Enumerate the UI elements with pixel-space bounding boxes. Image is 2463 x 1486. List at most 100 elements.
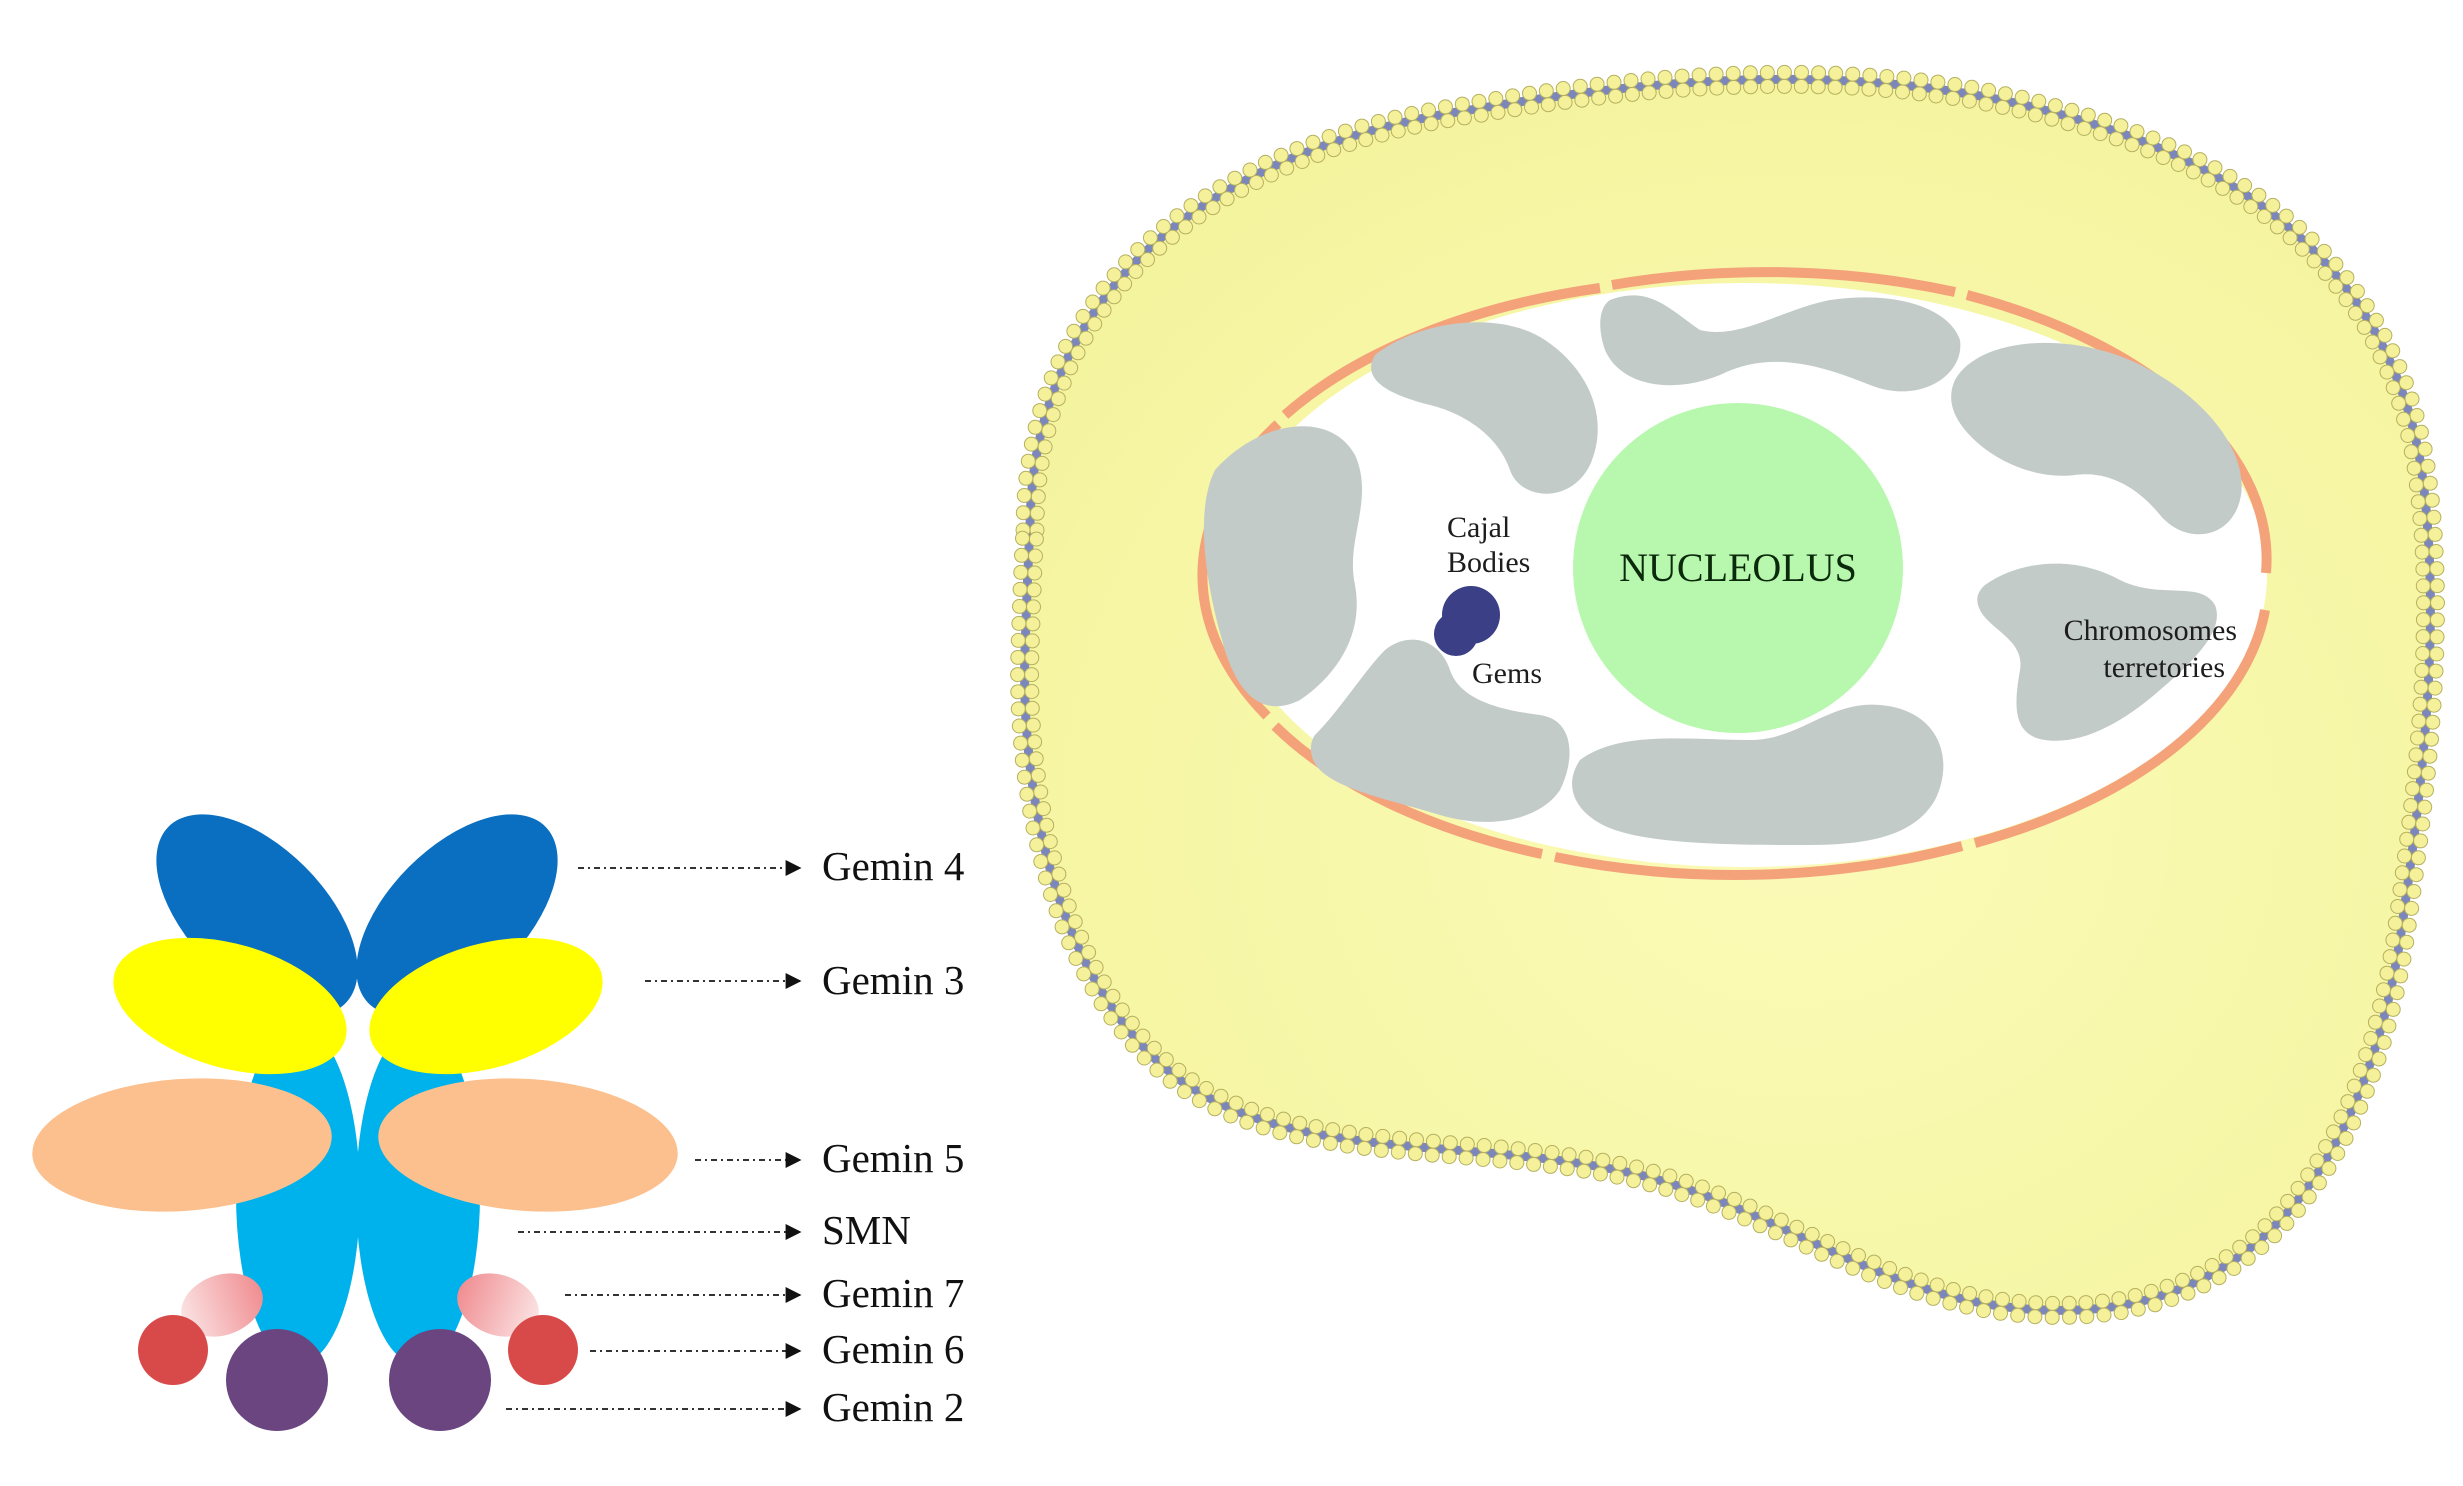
membrane-bead	[2010, 1307, 2026, 1323]
membrane-bead	[1022, 803, 1038, 819]
membrane-bead	[1028, 751, 1044, 767]
membrane-bead	[1024, 650, 1040, 666]
membrane-bead	[1929, 1277, 1945, 1293]
membrane-bead	[1814, 1246, 1830, 1262]
membrane-bead	[2164, 1292, 2180, 1307]
label-gemin2: Gemin 2	[822, 1384, 964, 1430]
membrane-bead	[2338, 292, 2354, 308]
membrane-bead	[1493, 1139, 1509, 1155]
membrane-bead	[1075, 308, 1091, 324]
membrane-bead	[2389, 985, 2405, 1001]
gemin2-right	[389, 1329, 491, 1431]
membrane-bead	[1321, 129, 1337, 144]
membrane-bead	[2428, 663, 2444, 679]
membrane-bead	[2390, 899, 2406, 914]
membrane-bead	[1088, 959, 1104, 975]
membrane-bead	[2405, 781, 2421, 797]
membrane-bead	[1019, 786, 1035, 802]
membrane-bead	[1198, 1081, 1214, 1096]
membrane-bead	[1505, 88, 1521, 104]
membrane-bead	[2218, 1249, 2234, 1265]
membrane-bead	[1039, 817, 1055, 833]
membrane-bead	[1242, 162, 1258, 178]
membrane-bead	[1024, 667, 1040, 683]
membrane-bead	[1169, 208, 1185, 224]
membrane-bead	[1609, 1169, 1625, 1185]
membrane-bead	[1308, 1119, 1324, 1135]
membrane-bead	[1358, 132, 1374, 148]
membrane-bead	[2393, 968, 2409, 984]
membrane-bead	[2044, 111, 2060, 127]
chromosome-territories	[1203, 295, 2242, 845]
membrane-bead	[1492, 1153, 1508, 1169]
membrane-bead	[1061, 898, 1077, 914]
membrane-bead	[1191, 1093, 1207, 1109]
membrane-bead	[1612, 1155, 1628, 1171]
membrane-bead	[1456, 110, 1472, 126]
membrane-bead	[2401, 814, 2417, 830]
membrane-bead	[1829, 1253, 1845, 1269]
membrane-bead	[1811, 65, 1827, 81]
membrane-bead	[1773, 1212, 1789, 1228]
membrane-bead	[1025, 616, 1041, 632]
membrane-bead	[1056, 375, 1072, 391]
membrane-bead	[2340, 1094, 2356, 1110]
membrane-bead	[2240, 1250, 2256, 1266]
membrane-bead	[1325, 1122, 1341, 1138]
membrane-bead	[1743, 79, 1759, 95]
membrane-bead	[1776, 64, 1792, 80]
membrane-bead	[2267, 1228, 2283, 1244]
envelope-segment	[1553, 841, 1964, 880]
gemin6-left	[138, 1315, 208, 1385]
membrane-bead	[2428, 544, 2444, 559]
membrane-bead	[2180, 1285, 2196, 1301]
membrane-bead	[2306, 253, 2322, 269]
membrane-bead	[1578, 1149, 1594, 1165]
membrane-bead	[1078, 330, 1094, 346]
membrane-bead	[1146, 1040, 1162, 1056]
membrane-bead	[2363, 1031, 2379, 1046]
membrane-bead	[2410, 730, 2425, 746]
membrane-bead	[1024, 633, 1040, 649]
membrane-bead	[1913, 72, 1929, 88]
membrane-bead	[2416, 595, 2431, 611]
membrane-bead	[2391, 395, 2407, 411]
leader-arrows	[506, 860, 802, 1417]
membrane-bead	[2372, 998, 2388, 1014]
membrane-bead	[1557, 94, 1573, 110]
membrane-bead	[2155, 150, 2171, 165]
membrane-bead	[2379, 364, 2395, 380]
membrane-bead	[1046, 850, 1062, 866]
membrane-bead	[1961, 93, 1977, 109]
membrane-bead	[1036, 801, 1051, 817]
membrane-bead	[2392, 359, 2408, 375]
membrane-bead	[1375, 1128, 1391, 1144]
membrane-bead	[1223, 1108, 1239, 1124]
membrane-bead	[2061, 1295, 2077, 1311]
membrane-bead	[1768, 1225, 1783, 1241]
membrane-bead	[1441, 1149, 1457, 1165]
membrane-bead	[2382, 949, 2398, 965]
membrane-bead	[2356, 319, 2372, 335]
membrane-bead	[1084, 981, 1100, 997]
membrane-bead	[2415, 816, 2431, 832]
membrane-bead	[2415, 646, 2431, 661]
membrane-bead	[2406, 764, 2422, 780]
membrane-bead	[2161, 137, 2177, 153]
membrane-bead	[2413, 679, 2429, 695]
membrane-bead	[1776, 78, 1792, 94]
membrane-bead	[1640, 71, 1656, 87]
membrane-bead	[1106, 267, 1122, 283]
membrane-bead	[1538, 83, 1554, 99]
membrane-bead	[1016, 488, 1032, 503]
membrane-bead	[2408, 477, 2424, 493]
membrane-bead	[2387, 915, 2403, 931]
membrane-bead	[1050, 391, 1066, 407]
membrane-bead	[1475, 1152, 1491, 1167]
membrane-bead	[1947, 77, 1963, 92]
membrane-bead	[2076, 121, 2092, 136]
membrane-bead	[1708, 66, 1724, 82]
membrane-bead	[2170, 157, 2186, 172]
membrane-bead	[1942, 1295, 1958, 1311]
